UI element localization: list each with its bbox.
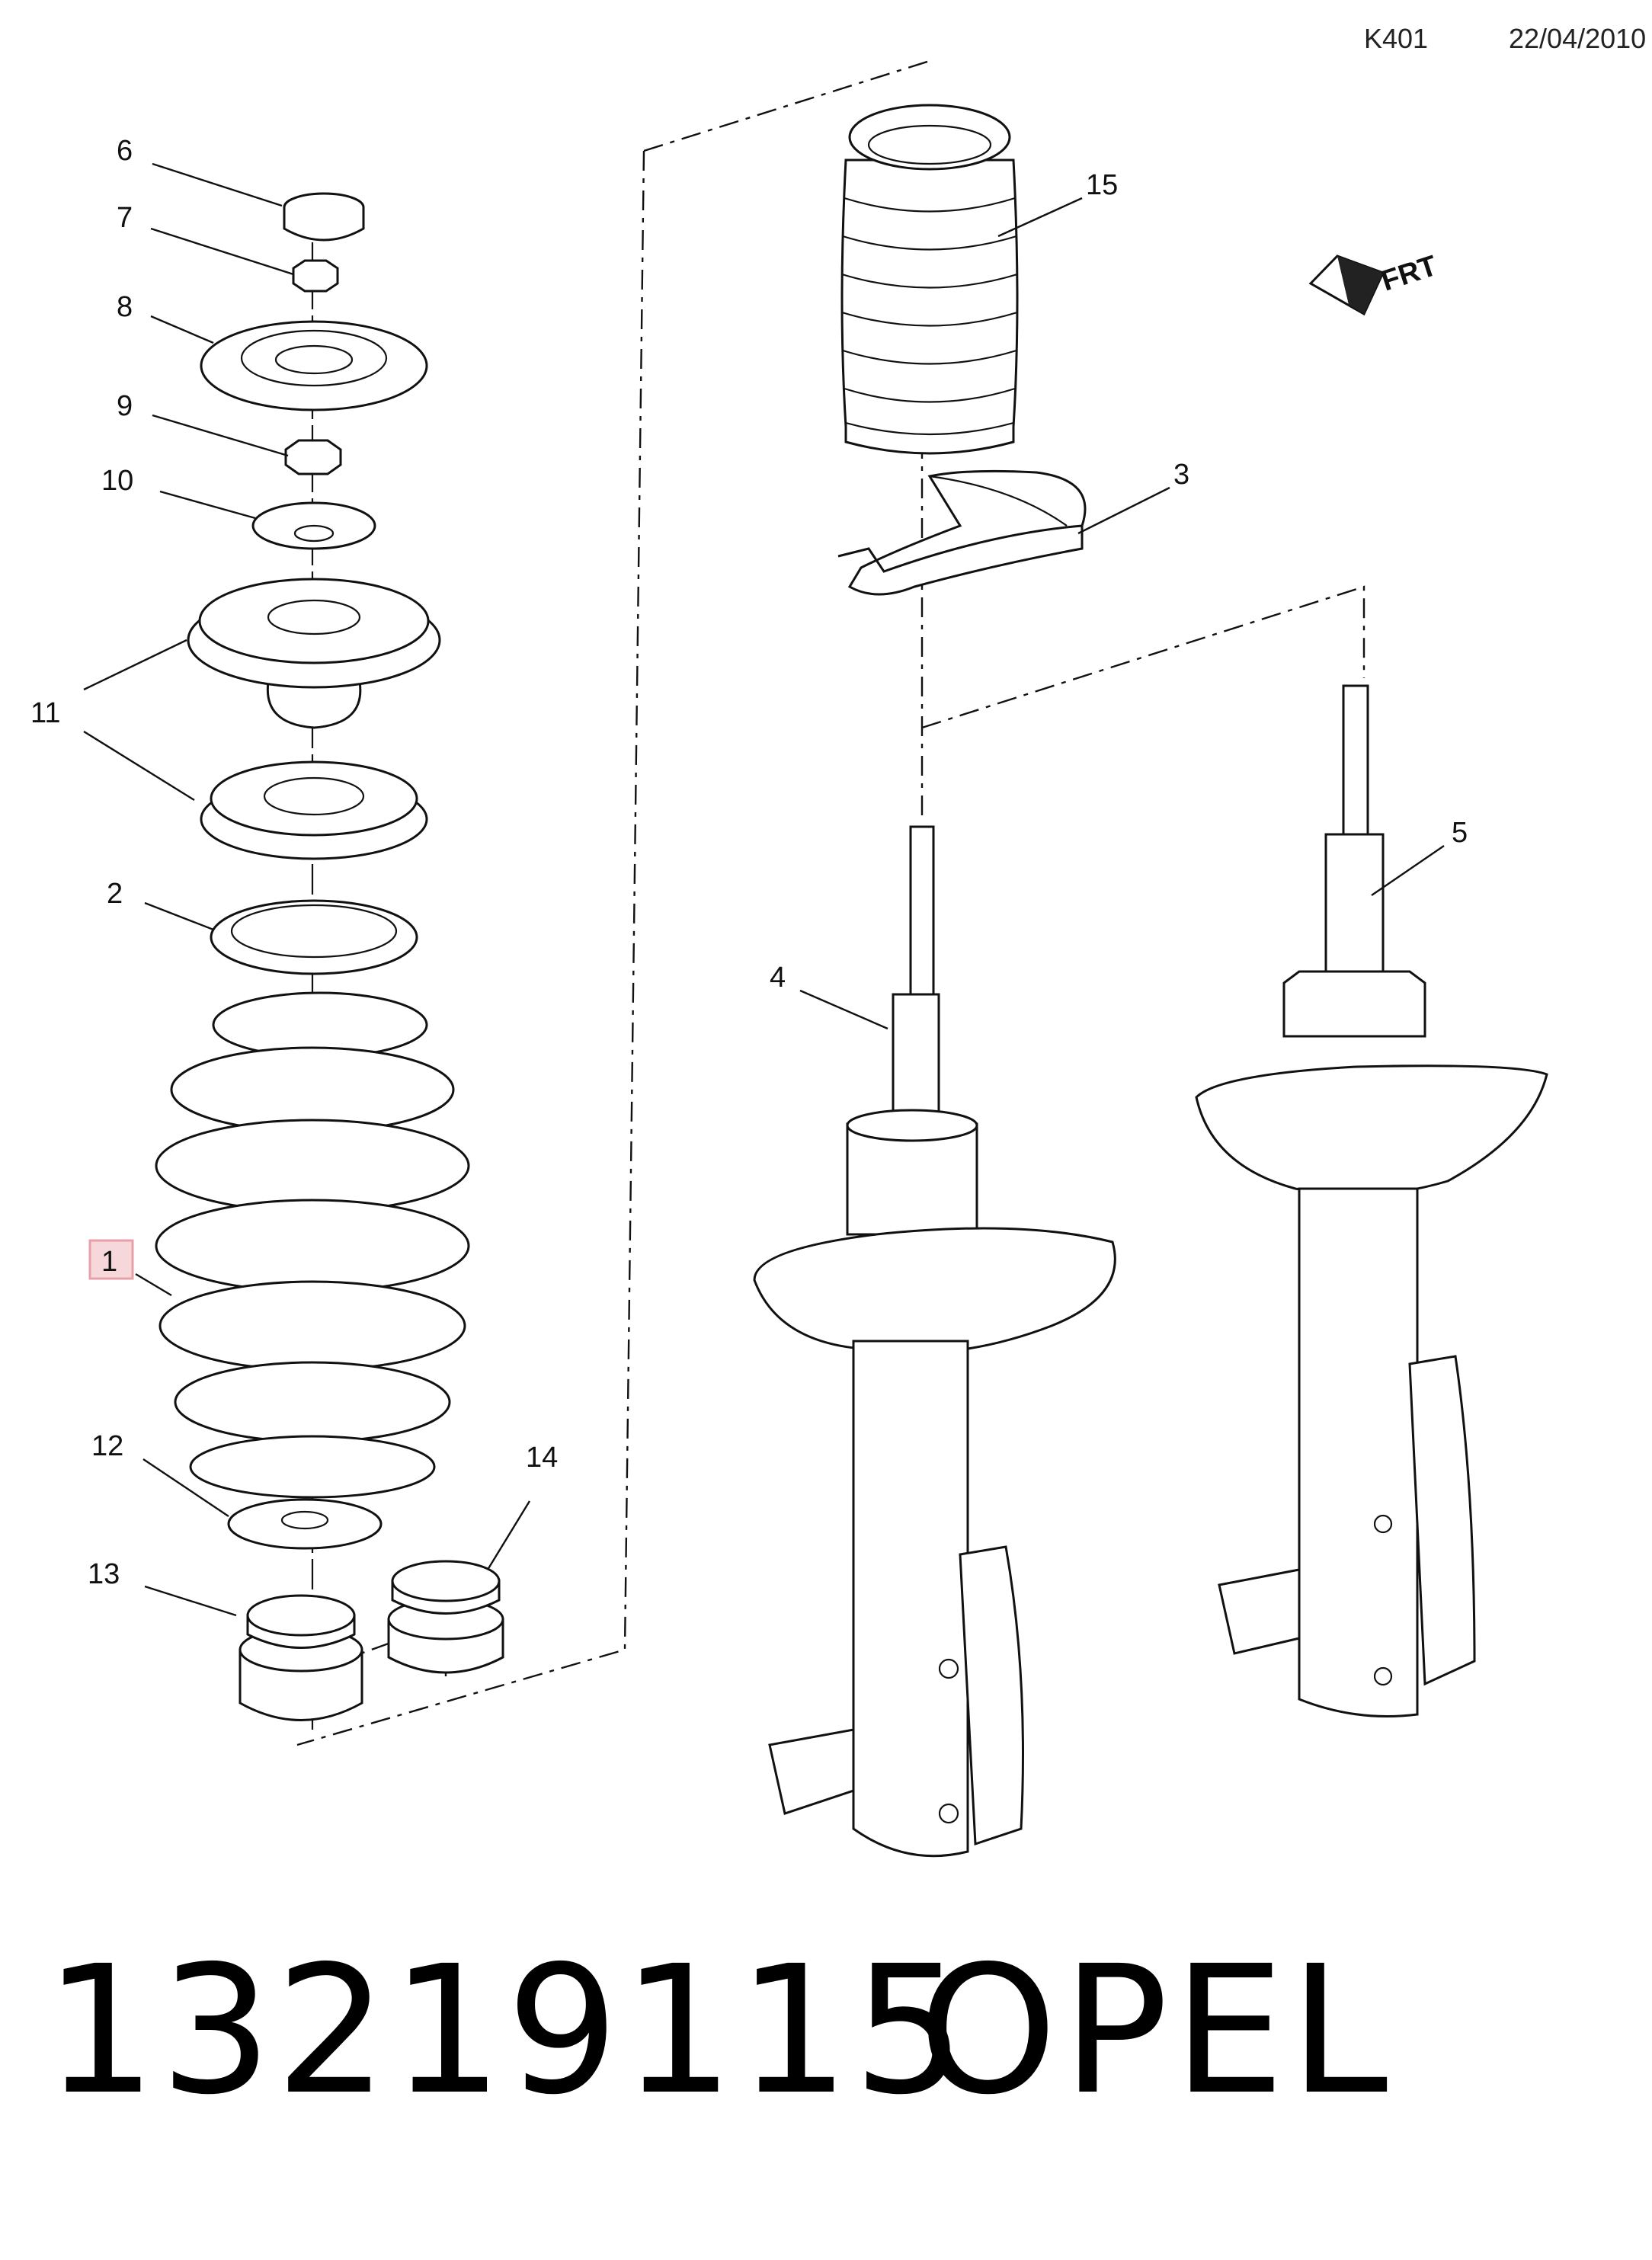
part-8-mount-plate [200,320,428,411]
exploded-view-drawing: FRT 6 7 8 9 10 11 2 [30,59,1548,1858]
callout-9: 9 [117,390,133,422]
part-6-cap [283,192,365,242]
callout-2: 2 [107,878,123,910]
callout-8: 8 [117,291,133,323]
part-9-nut [284,439,342,475]
callout-10: 10 [101,465,133,497]
callout-12: 12 [91,1430,123,1462]
callout-4: 4 [770,962,786,994]
part-12-lower-washer [227,1498,383,1550]
part-1-coil-spring [155,991,470,1499]
callout-1-highlight [88,1239,134,1280]
assembly-dashed-boundary [296,59,1365,1746]
part-4-front-strut [753,825,1116,1858]
callout-3: 3 [1173,459,1189,491]
callout-15: 15 [1086,169,1118,201]
part-7-nut [292,259,339,293]
brand-name: OPEL [918,1928,1393,2134]
callout-5: 5 [1452,817,1468,849]
part-number: 13219115 [44,1928,968,2134]
part-11-bearing [200,760,428,860]
front-direction-marker: FRT [1308,250,1441,316]
part-10-washer [251,501,376,550]
diagram-code: K401 [1364,23,1429,54]
callout-11: 11 [30,697,60,729]
part-15-dust-boot [840,104,1019,455]
frt-label: FRT [1378,250,1441,298]
callout-7: 7 [117,202,133,234]
callout-leaders [83,162,1445,1617]
part-14-bump-stop [387,1560,504,1674]
callout-1: 1 [101,1246,117,1278]
callout-6: 6 [117,135,133,167]
diagram-date: 22/04/2010 [1509,23,1647,54]
part-3-upper-seat [837,469,1087,596]
callout-14: 14 [526,1442,558,1474]
callout-13: 13 [88,1558,120,1590]
part-13-bump-stop [239,1594,363,1721]
part-5-rear-strut [1195,684,1548,1717]
part-2-spring-seat [210,899,418,975]
part-11-upper-mount [187,578,441,729]
